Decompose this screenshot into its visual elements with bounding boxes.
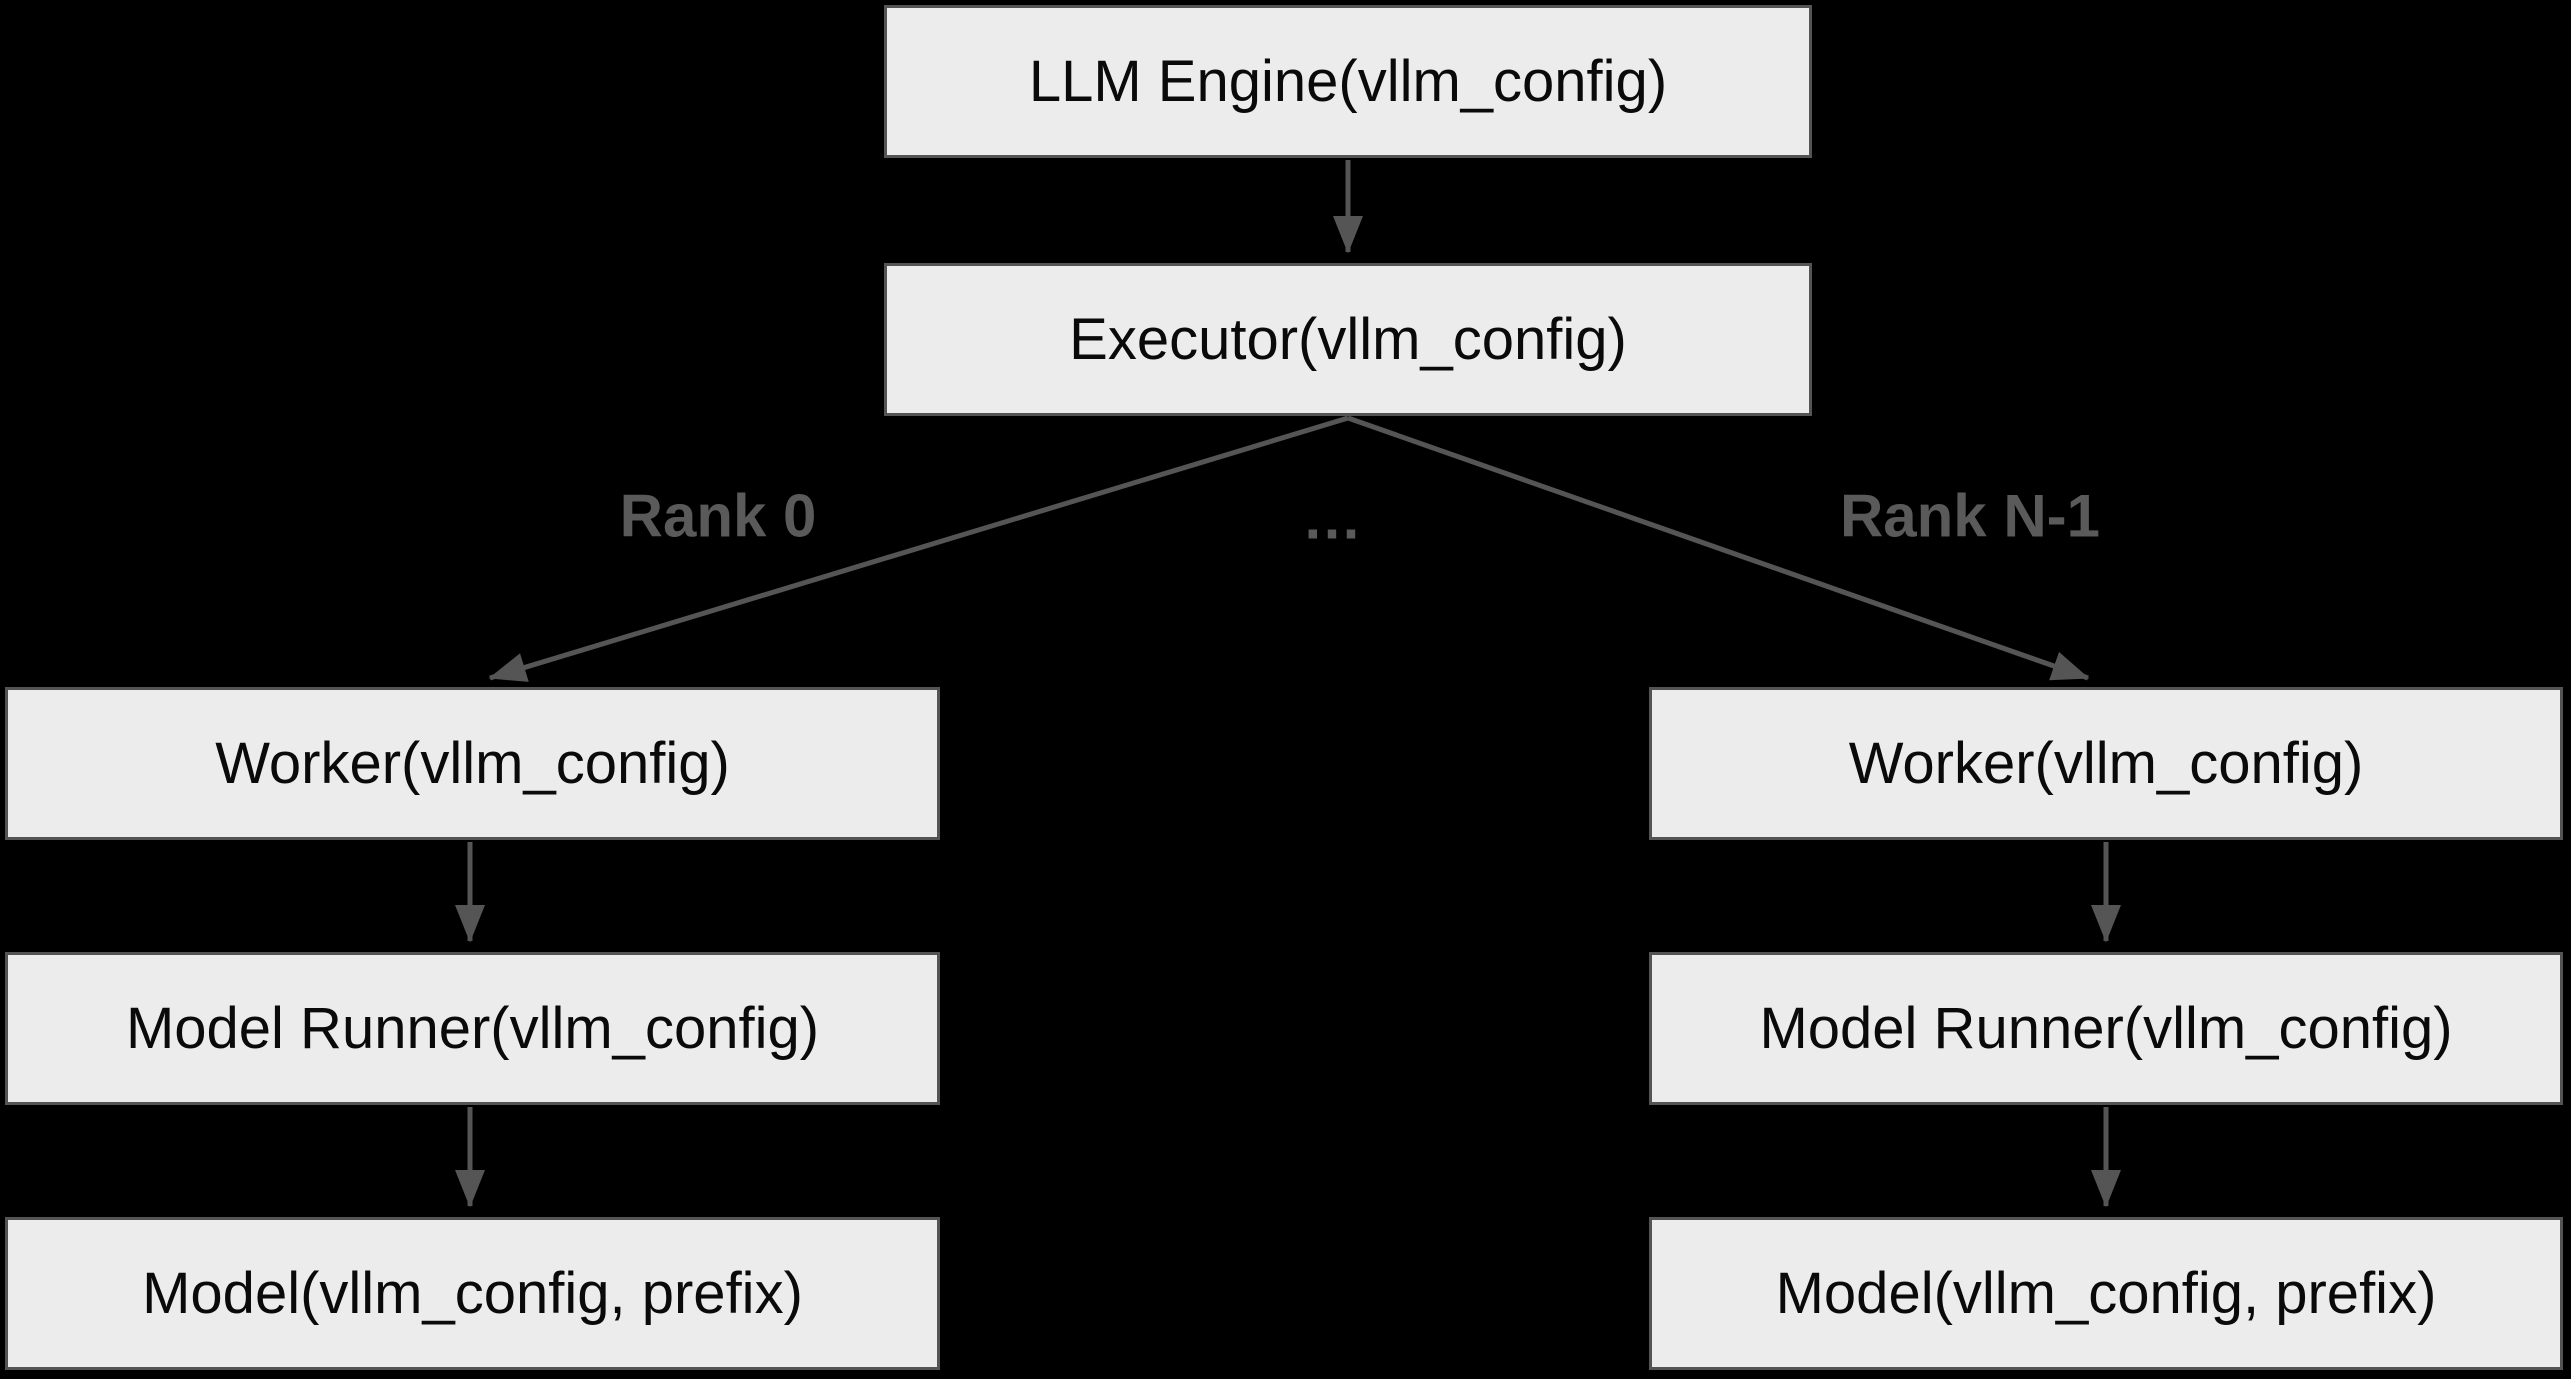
node-model-runner-rankn-label: Model Runner(vllm_config) <box>1759 996 2453 1061</box>
node-model-rankn: Model(vllm_config, prefix) <box>1649 1217 2563 1370</box>
node-executor: Executor(vllm_config) <box>884 263 1812 416</box>
edge-label-rank-n-1: Rank N-1 <box>1839 482 2101 550</box>
node-model-rank0: Model(vllm_config, prefix) <box>5 1217 940 1370</box>
node-worker-rank0-label: Worker(vllm_config) <box>215 731 730 796</box>
node-worker-rank0: Worker(vllm_config) <box>5 687 940 840</box>
node-executor-label: Executor(vllm_config) <box>1069 307 1627 372</box>
node-model-runner-rankn: Model Runner(vllm_config) <box>1649 952 2563 1105</box>
node-model-runner-rank0: Model Runner(vllm_config) <box>5 952 940 1105</box>
node-model-rankn-label: Model(vllm_config, prefix) <box>1775 1261 2437 1326</box>
node-llm-engine: LLM Engine(vllm_config) <box>884 5 1812 158</box>
node-worker-rankn-label: Worker(vllm_config) <box>1848 731 2364 796</box>
node-worker-rankn: Worker(vllm_config) <box>1649 687 2563 840</box>
node-model-runner-rank0-label: Model Runner(vllm_config) <box>125 996 820 1061</box>
edge-label-rank-0: Rank 0 <box>619 482 817 550</box>
edge-label-ellipsis: … <box>1302 484 1362 552</box>
node-model-rank0-label: Model(vllm_config, prefix) <box>142 1261 803 1326</box>
node-llm-engine-label: LLM Engine(vllm_config) <box>1028 49 1668 114</box>
